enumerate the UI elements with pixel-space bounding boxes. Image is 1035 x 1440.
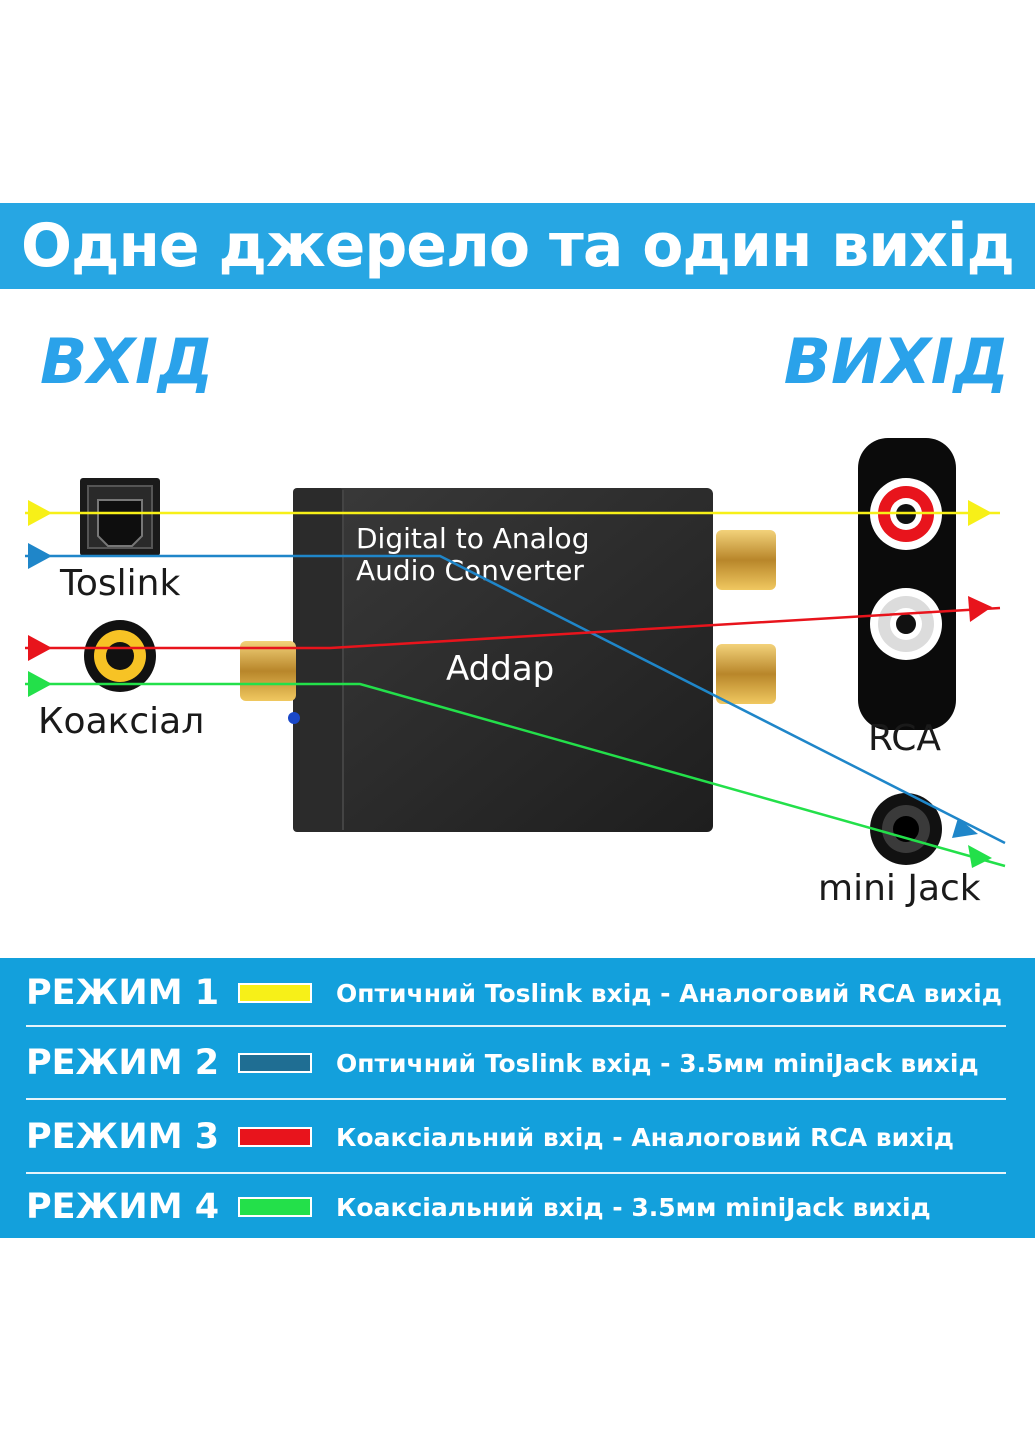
- mode-name: РЕЖИМ 3: [26, 1117, 220, 1157]
- mode-description: Коаксіальний вхід - 3.5мм miniJack вихід: [336, 1192, 931, 1222]
- coaxial-label: Коаксіал: [38, 701, 205, 742]
- banner-title: Одне джерело та один вихід: [20, 211, 1015, 281]
- mode-description: Коаксіальний вхід - Аналоговий RCA вихід: [336, 1122, 954, 1152]
- device-text-line1: Digital to Analog: [356, 522, 589, 555]
- mode-row-2: РЕЖИМ 2 Оптичний Toslink вхід - 3.5мм mi…: [0, 1028, 1035, 1098]
- rca-label: RCA: [868, 718, 941, 759]
- rca-output-icon: [858, 438, 956, 730]
- mode-name: РЕЖИМ 4: [26, 1187, 220, 1227]
- mode-divider: [26, 1098, 1006, 1100]
- mode-name: РЕЖИМ 1: [26, 973, 220, 1013]
- mode-name: РЕЖИМ 2: [26, 1043, 220, 1083]
- mode-description: Оптичний Toslink вхід - Аналоговий RCA в…: [336, 978, 1002, 1008]
- signal-line-yellow: [25, 500, 1000, 526]
- mode-row-3: РЕЖИМ 3 Коаксіальний вхід - Аналоговий R…: [0, 1102, 1035, 1172]
- output-heading: ВИХІД: [783, 325, 1009, 398]
- coaxial-port-icon: [84, 620, 156, 692]
- signal-line-green: [25, 671, 1006, 868]
- mode-panel: РЕЖИМ 1 Оптичний Toslink вхід - Аналогов…: [0, 958, 1035, 1238]
- mode-color-swatch: [238, 1197, 312, 1217]
- title-banner: Одне джерело та один вихід: [0, 203, 1035, 289]
- mode-color-swatch: [238, 983, 312, 1003]
- converter-device: [240, 488, 776, 832]
- signal-line-red: [25, 596, 1001, 661]
- mode-description: Оптичний Toslink вхід - 3.5мм miniJack в…: [336, 1048, 979, 1078]
- mini-jack-icon: [870, 793, 942, 865]
- mini-jack-label: mini Jack: [818, 868, 981, 909]
- device-brand: Addap: [446, 649, 554, 689]
- signal-line-blue: [25, 543, 1006, 845]
- mode-row-4: РЕЖИМ 4 Коаксіальний вхід - 3.5мм miniJa…: [0, 1172, 1035, 1242]
- connection-diagram: Digital to Analog Audio Converter Addap: [25, 438, 1006, 868]
- mode-row-1: РЕЖИМ 1 Оптичний Toslink вхід - Аналогов…: [0, 958, 1035, 1028]
- input-heading: ВХІД: [40, 325, 214, 398]
- mode-divider: [26, 1172, 1006, 1174]
- toslink-port-icon: [80, 478, 160, 556]
- toslink-label: Toslink: [60, 563, 181, 604]
- mode-divider: [26, 1025, 1006, 1027]
- mode-color-swatch: [238, 1127, 312, 1147]
- mode-color-swatch: [238, 1053, 312, 1073]
